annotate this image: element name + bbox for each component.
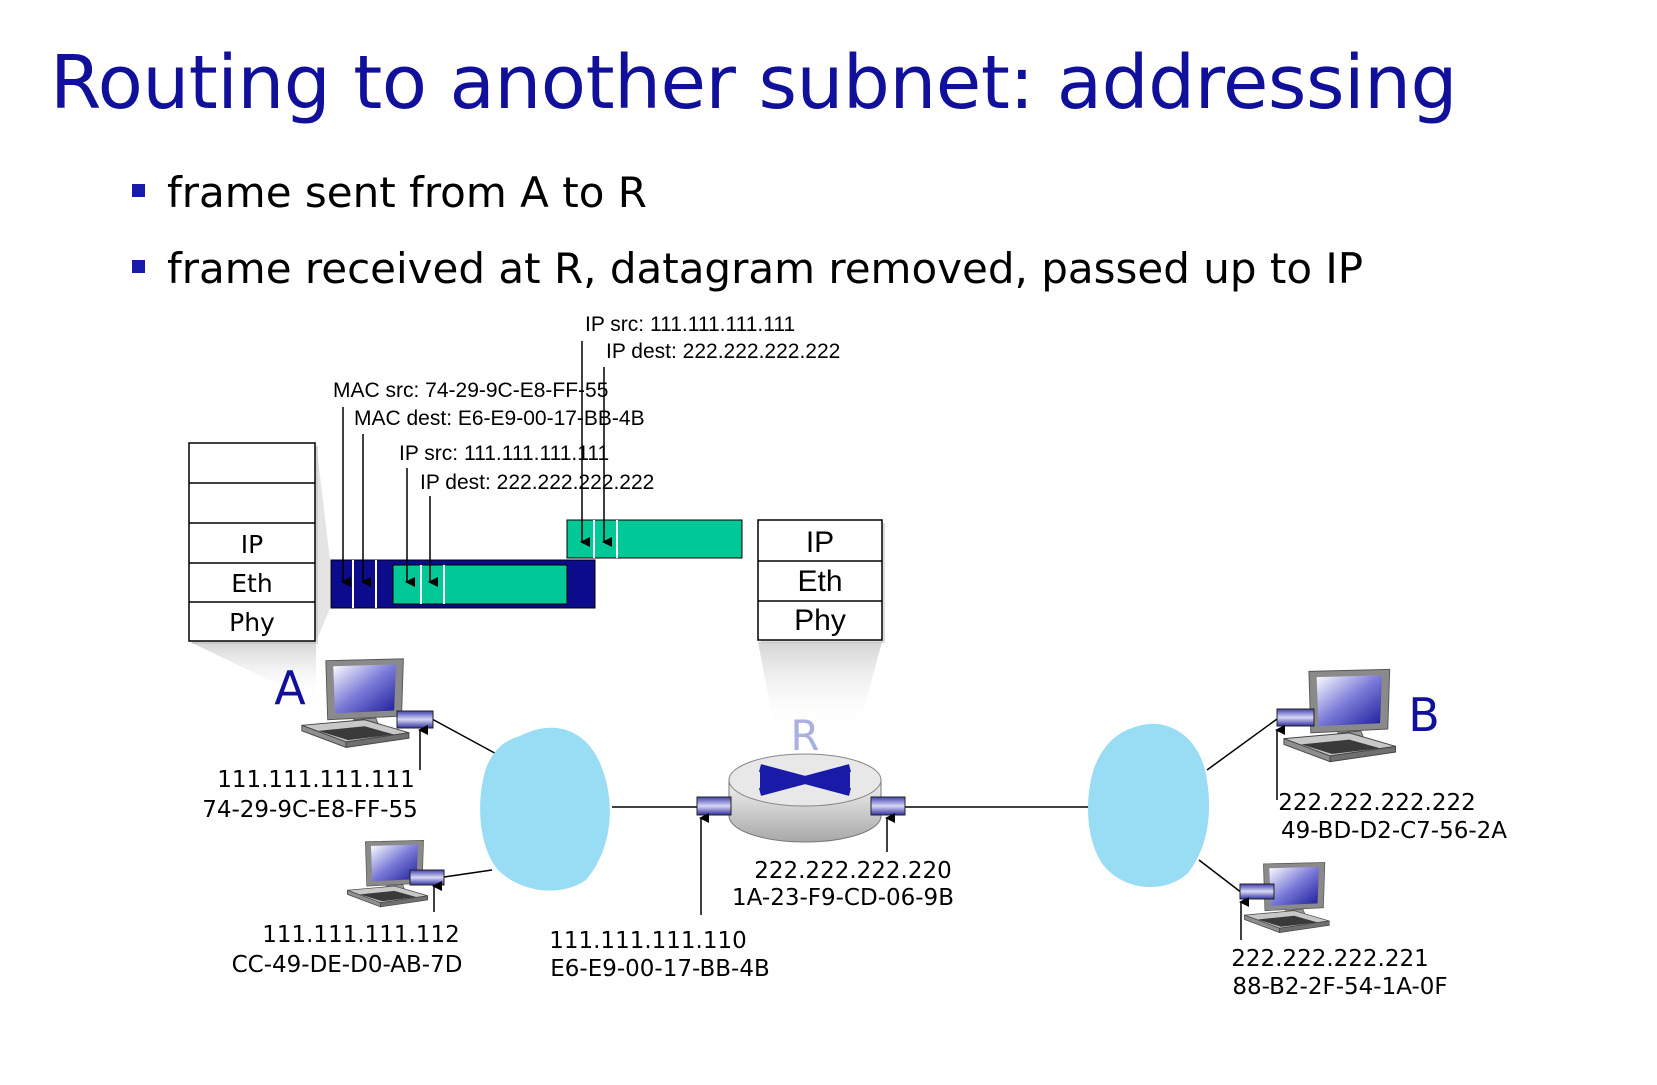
ethernet-frame [330, 559, 596, 609]
ip-src-label-top: IP src: 111.111.111.111 [585, 313, 795, 336]
bullet-text: frame received at R, datagram removed, p… [167, 244, 1364, 293]
host-b2-mac: 88-B2-2F-54-1A-0F [1232, 974, 1447, 1000]
host-b-nic-icon [1276, 708, 1315, 727]
ip-src-frame-label: IP src: 111.111.111.111 [399, 442, 609, 465]
host-b2-ip: 222.222.222.221 [1231, 946, 1429, 972]
host-a-computer-icon[interactable] [301, 658, 410, 748]
stack-a-layer: Phy [229, 608, 275, 637]
host-b-label: B [1408, 688, 1440, 742]
router-left-nic-icon [696, 796, 732, 816]
ip-dest-label-top: IP dest: 222.222.222.222 [606, 340, 840, 363]
router-label: R [790, 711, 819, 760]
stack-r-cone [758, 642, 882, 730]
stack-a-cone-side [316, 442, 330, 642]
bullet-text: frame sent from A to R [167, 168, 647, 217]
stack-r-layer: Eth [797, 565, 842, 598]
host-a-mac: 74-29-9C-E8-FF-55 [202, 797, 418, 823]
bullet-square-icon [132, 184, 145, 197]
router-left-ip: 111.111.111.110 [549, 928, 747, 954]
protocol-stack-a: IP Eth Phy [188, 442, 318, 644]
mac-dest-label: MAC dest: E6-E9-00-17-BB-4B [354, 407, 645, 430]
host-a2-ip: 111.111.111.112 [262, 922, 460, 948]
stack-r-layer: IP [806, 526, 834, 559]
mac-src-label: MAC src: 74-29-9C-E8-FF-55 [333, 379, 608, 402]
stack-a-cone [190, 642, 316, 700]
host-b-mac: 49-BD-D2-C7-56-2A [1281, 818, 1507, 844]
stack-a-layer: Eth [231, 569, 272, 598]
router-r[interactable] [728, 753, 882, 843]
subnet-cloud-right [1088, 723, 1210, 888]
host-a2-nic-icon [409, 869, 445, 886]
router-left-mac: E6-E9-00-17-BB-4B [550, 956, 770, 982]
router-right-nic-icon [870, 796, 906, 816]
host-b2-nic-icon [1239, 883, 1275, 900]
network-links [431, 718, 1278, 894]
stack-r-layer: Phy [794, 604, 846, 637]
bullet-item: frame sent from A to R [132, 168, 647, 217]
router-right-mac: 1A-23-F9-CD-06-9B [732, 885, 954, 911]
router-right-ip: 222.222.222.220 [754, 858, 952, 884]
ip-dest-frame-label: IP dest: 222.222.222.222 [420, 471, 654, 494]
stack-a-layer: IP [241, 530, 263, 559]
protocol-stack-r: IP Eth Phy [757, 519, 885, 643]
page-title: Routing to another subnet: addressing [50, 40, 1457, 126]
ip-datagram [566, 519, 743, 559]
host-b-ip: 222.222.222.222 [1278, 790, 1476, 816]
host-a-ip: 111.111.111.111 [217, 767, 415, 793]
host-a2-mac: CC-49-DE-D0-AB-7D [232, 952, 463, 978]
host-a-nic-icon [396, 710, 434, 729]
bullet-square-icon [132, 260, 145, 273]
datagram-in-frame [392, 564, 568, 605]
bullet-item: frame received at R, datagram removed, p… [132, 244, 1363, 293]
label-pointers [341, 341, 612, 587]
host-a-label: A [274, 661, 306, 715]
subnet-cloud-left [480, 727, 610, 891]
